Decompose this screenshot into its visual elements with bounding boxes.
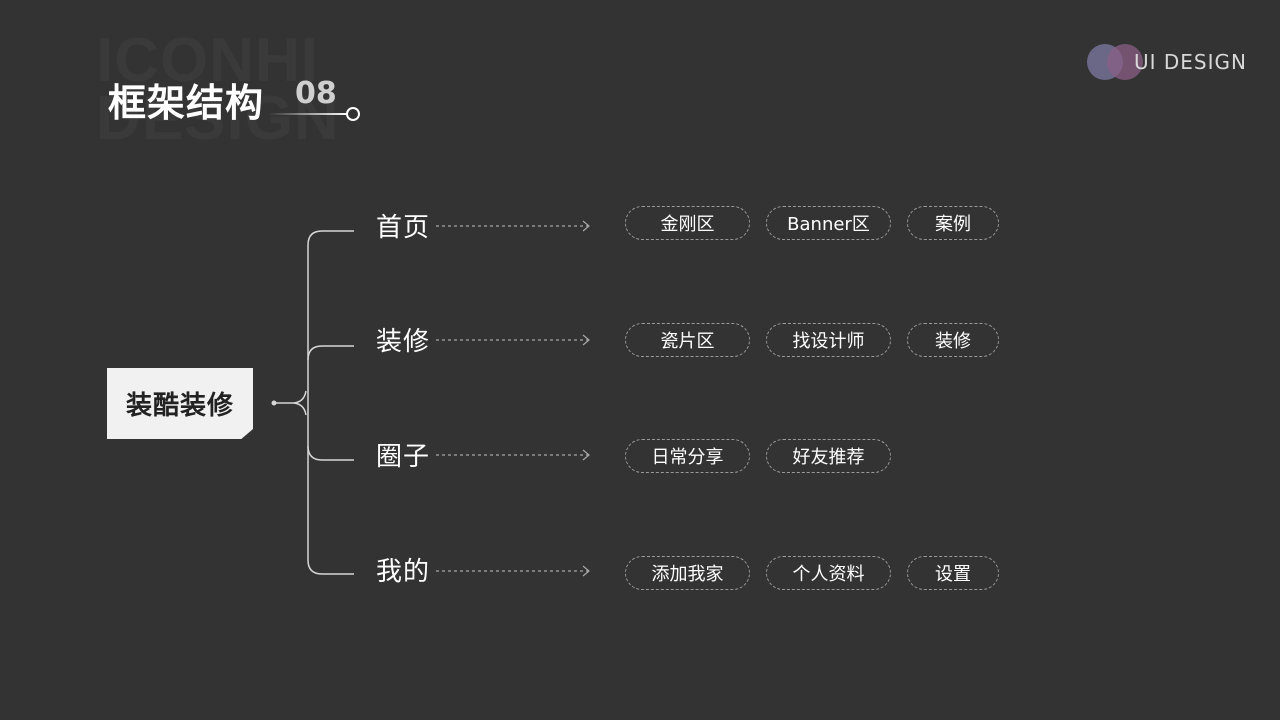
arrow-head-2 [582,334,590,346]
branch-label-home: 首页 [376,213,431,243]
item-pill: 案例 [907,206,999,240]
bracket-branch-2 [307,345,354,361]
branch-label-circle: 圈子 [376,442,431,472]
brand-logo-icon [1087,44,1147,82]
branch-label-decoration: 装修 [376,327,431,357]
watermark-line-2: DESIGN [96,84,340,153]
item-pill: 个人资料 [766,556,891,590]
arrow-head-4 [582,565,590,577]
item-pill: 设置 [907,556,999,590]
item-pill: 找设计师 [766,323,891,357]
item-pill: 好友推荐 [766,439,891,473]
bracket-spine [307,230,354,575]
item-pill: 瓷片区 [625,323,750,357]
brand-label: UI DESIGN [1134,50,1247,74]
background-watermark: ICONHI DESIGN [96,26,340,153]
bracket-notch [291,390,307,416]
bracket-branch-3 [307,445,354,461]
arrow-head-3 [582,449,590,461]
section-number: 08 [295,76,337,111]
branch-label-mine: 我的 [376,557,431,587]
logo-circle-right [1107,44,1143,80]
root-link-dot [271,400,277,406]
title-underline [268,113,348,115]
arrow-head-1 [582,220,590,232]
item-pill: Banner区 [766,206,891,240]
item-pill: 装修 [907,323,999,357]
page-title: 框架结构 [108,81,265,125]
watermark-line-1: ICONHI [96,26,319,95]
item-pill: 日常分享 [625,439,750,473]
item-pill: 添加我家 [625,556,750,590]
root-node: 装酷装修 [107,368,253,439]
title-dot-icon [346,107,360,121]
item-pill: 金刚区 [625,206,750,240]
